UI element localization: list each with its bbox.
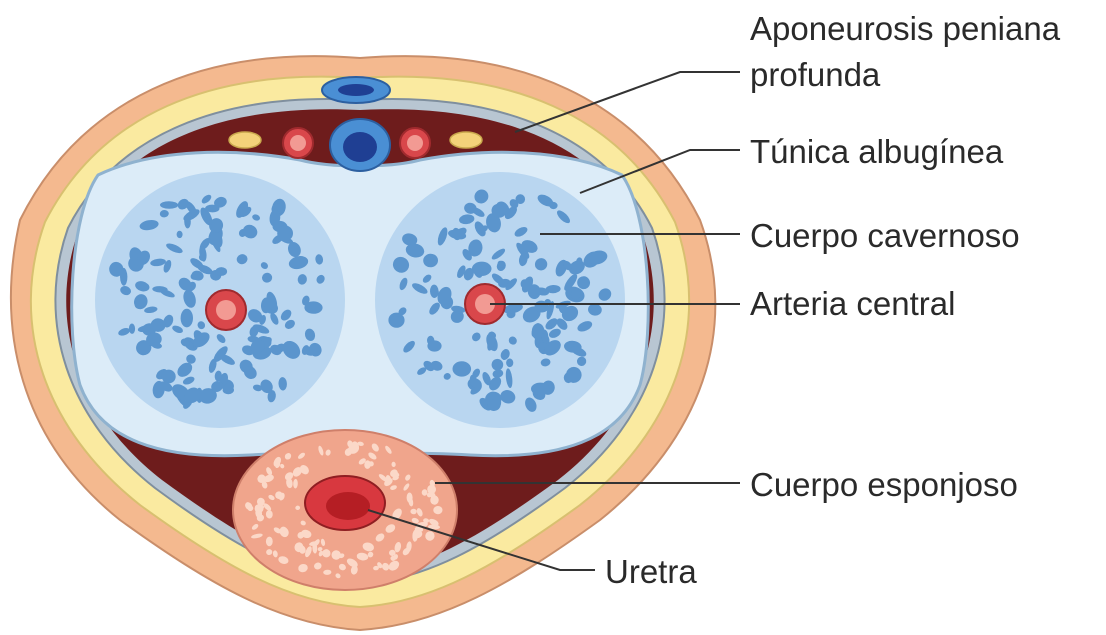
label-aponeurosis-line2: profunda: [750, 56, 880, 94]
label-cuerpo-cavernoso: Cuerpo cavernoso: [750, 217, 1020, 255]
cavernous-spaces-blob: [181, 309, 193, 328]
label-tunica-albuginea: Túnica albugínea: [750, 133, 1003, 171]
label-arteria-central: Arteria central: [750, 285, 955, 323]
label-aponeurosis-line1: Aponeurosis peniana: [750, 10, 1060, 48]
cavernous-spaces-blob: [427, 340, 441, 351]
cavernous-spaces-blob: [216, 267, 228, 276]
dorsal-nerve-left: [229, 132, 261, 148]
label-cuerpo-esponjoso: Cuerpo esponjoso: [750, 466, 1018, 504]
dorsal-nerve-right: [450, 132, 482, 148]
label-uretra: Uretra: [605, 553, 697, 591]
